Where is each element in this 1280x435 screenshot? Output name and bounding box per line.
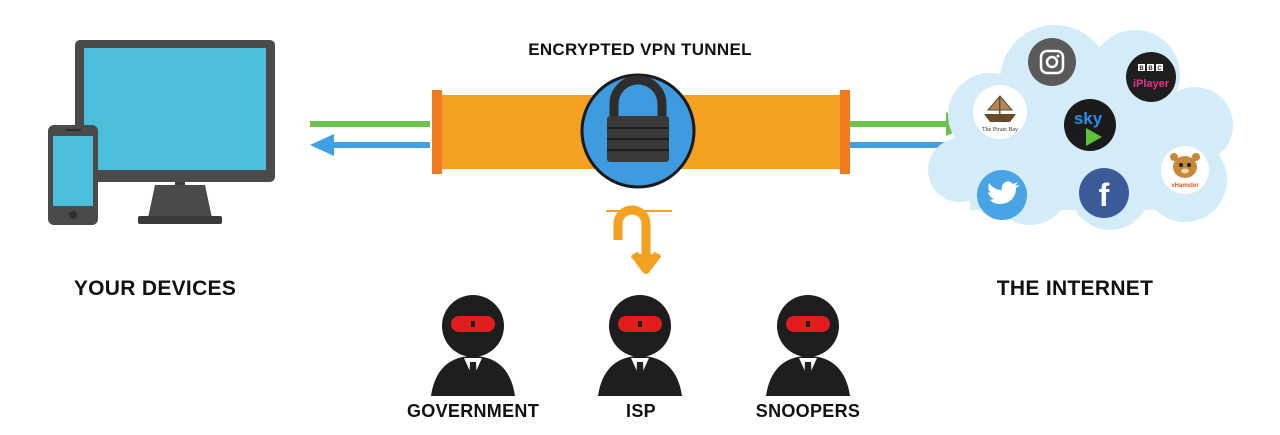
bbc-letter-b1: B	[1139, 66, 1144, 72]
spy-icon-snoopers	[766, 295, 850, 396]
government-label: GOVERNMENT	[406, 401, 539, 421]
instagram-icon[interactable]	[1028, 38, 1076, 86]
bbc-iplayer-icon[interactable]: B B C iPlayer	[1126, 52, 1176, 102]
snoopers-label: SNOOPERS	[755, 401, 861, 421]
sky-text: sky	[1074, 109, 1103, 128]
piratebay-text: The Pirate Bay	[982, 127, 1018, 133]
pirate-bay-icon[interactable]: The Pirate Bay	[973, 85, 1027, 139]
tunnel-title: ENCRYPTED VPN TUNNEL	[528, 40, 752, 59]
facebook-icon[interactable]: f	[1079, 168, 1129, 218]
spy-icon-government	[431, 295, 515, 396]
redirect-arrow-icon	[606, 205, 672, 274]
device-inbound-arrow	[310, 134, 430, 156]
spy-icon-isp	[598, 295, 682, 396]
xhamster-icon[interactable]: xHamster	[1161, 146, 1209, 194]
twitter-icon[interactable]	[977, 170, 1027, 220]
lock-icon	[580, 73, 696, 189]
xhamster-text: xHamster	[1171, 183, 1199, 189]
devices-label: YOUR DEVICES	[73, 277, 237, 300]
monitor-icon	[75, 40, 275, 224]
bbc-letter-b2: B	[1148, 66, 1153, 72]
phone-icon	[48, 125, 98, 225]
bbc-letter-c: C	[1157, 66, 1162, 72]
sky-icon[interactable]: sky	[1064, 99, 1116, 151]
isp-label: ISP	[626, 401, 656, 421]
facebook-text: f	[1099, 177, 1110, 213]
internet-label: THE INTERNET	[996, 277, 1154, 300]
iplayer-text: iPlayer	[1133, 78, 1170, 90]
